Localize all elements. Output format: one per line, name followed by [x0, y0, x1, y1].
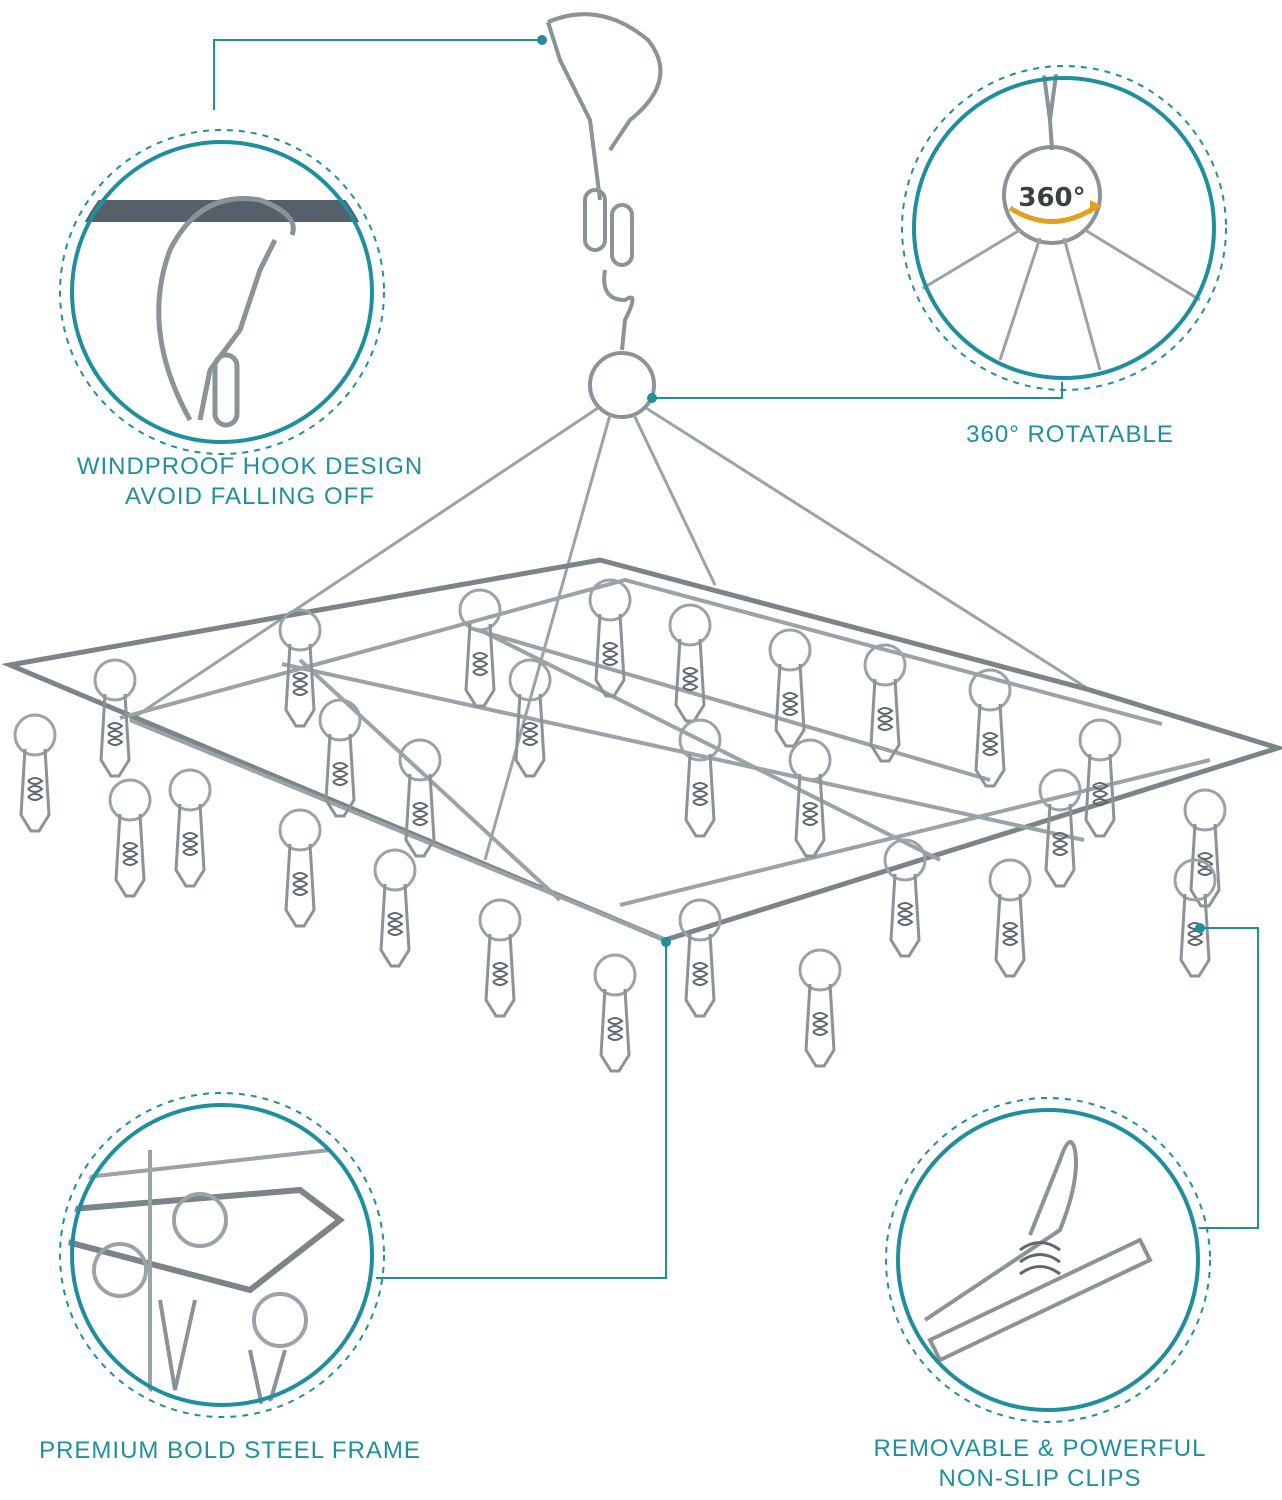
hook-on-rod-icon	[59, 129, 385, 455]
rotation-badge: 360°	[1018, 183, 1085, 213]
windproof-hook-caption: WINDPROOF HOOK DESIGN AVOID FALLING OFF	[20, 452, 480, 512]
swivel-ring-icon: 360°	[901, 65, 1227, 391]
top-hook	[547, 12, 663, 152]
callout-dots	[537, 35, 1205, 947]
clips-caption-line1: REMOVABLE & POWERFUL	[873, 1435, 1207, 1462]
rotatable-caption: 360° ROTATABLE	[966, 421, 1174, 448]
chain-link	[583, 188, 607, 252]
steel-frame-icon	[59, 1092, 385, 1418]
windproof-caption-line1: WINDPROOF HOOK DESIGN	[76, 453, 424, 480]
steel-frame-caption: PREMIUM BOLD STEEL FRAME	[39, 1437, 421, 1464]
swivel-ring	[588, 351, 656, 419]
clip-rack	[1, 12, 1282, 1073]
chain-link	[610, 203, 634, 267]
windproof-caption-line2: AVOID FALLING OFF	[125, 483, 375, 510]
clips-caption: REMOVABLE & POWERFUL NON-SLIP CLIPS	[840, 1434, 1240, 1494]
clothespin-icon	[885, 1097, 1211, 1423]
clips-caption-line2: NON-SLIP CLIPS	[938, 1465, 1142, 1492]
